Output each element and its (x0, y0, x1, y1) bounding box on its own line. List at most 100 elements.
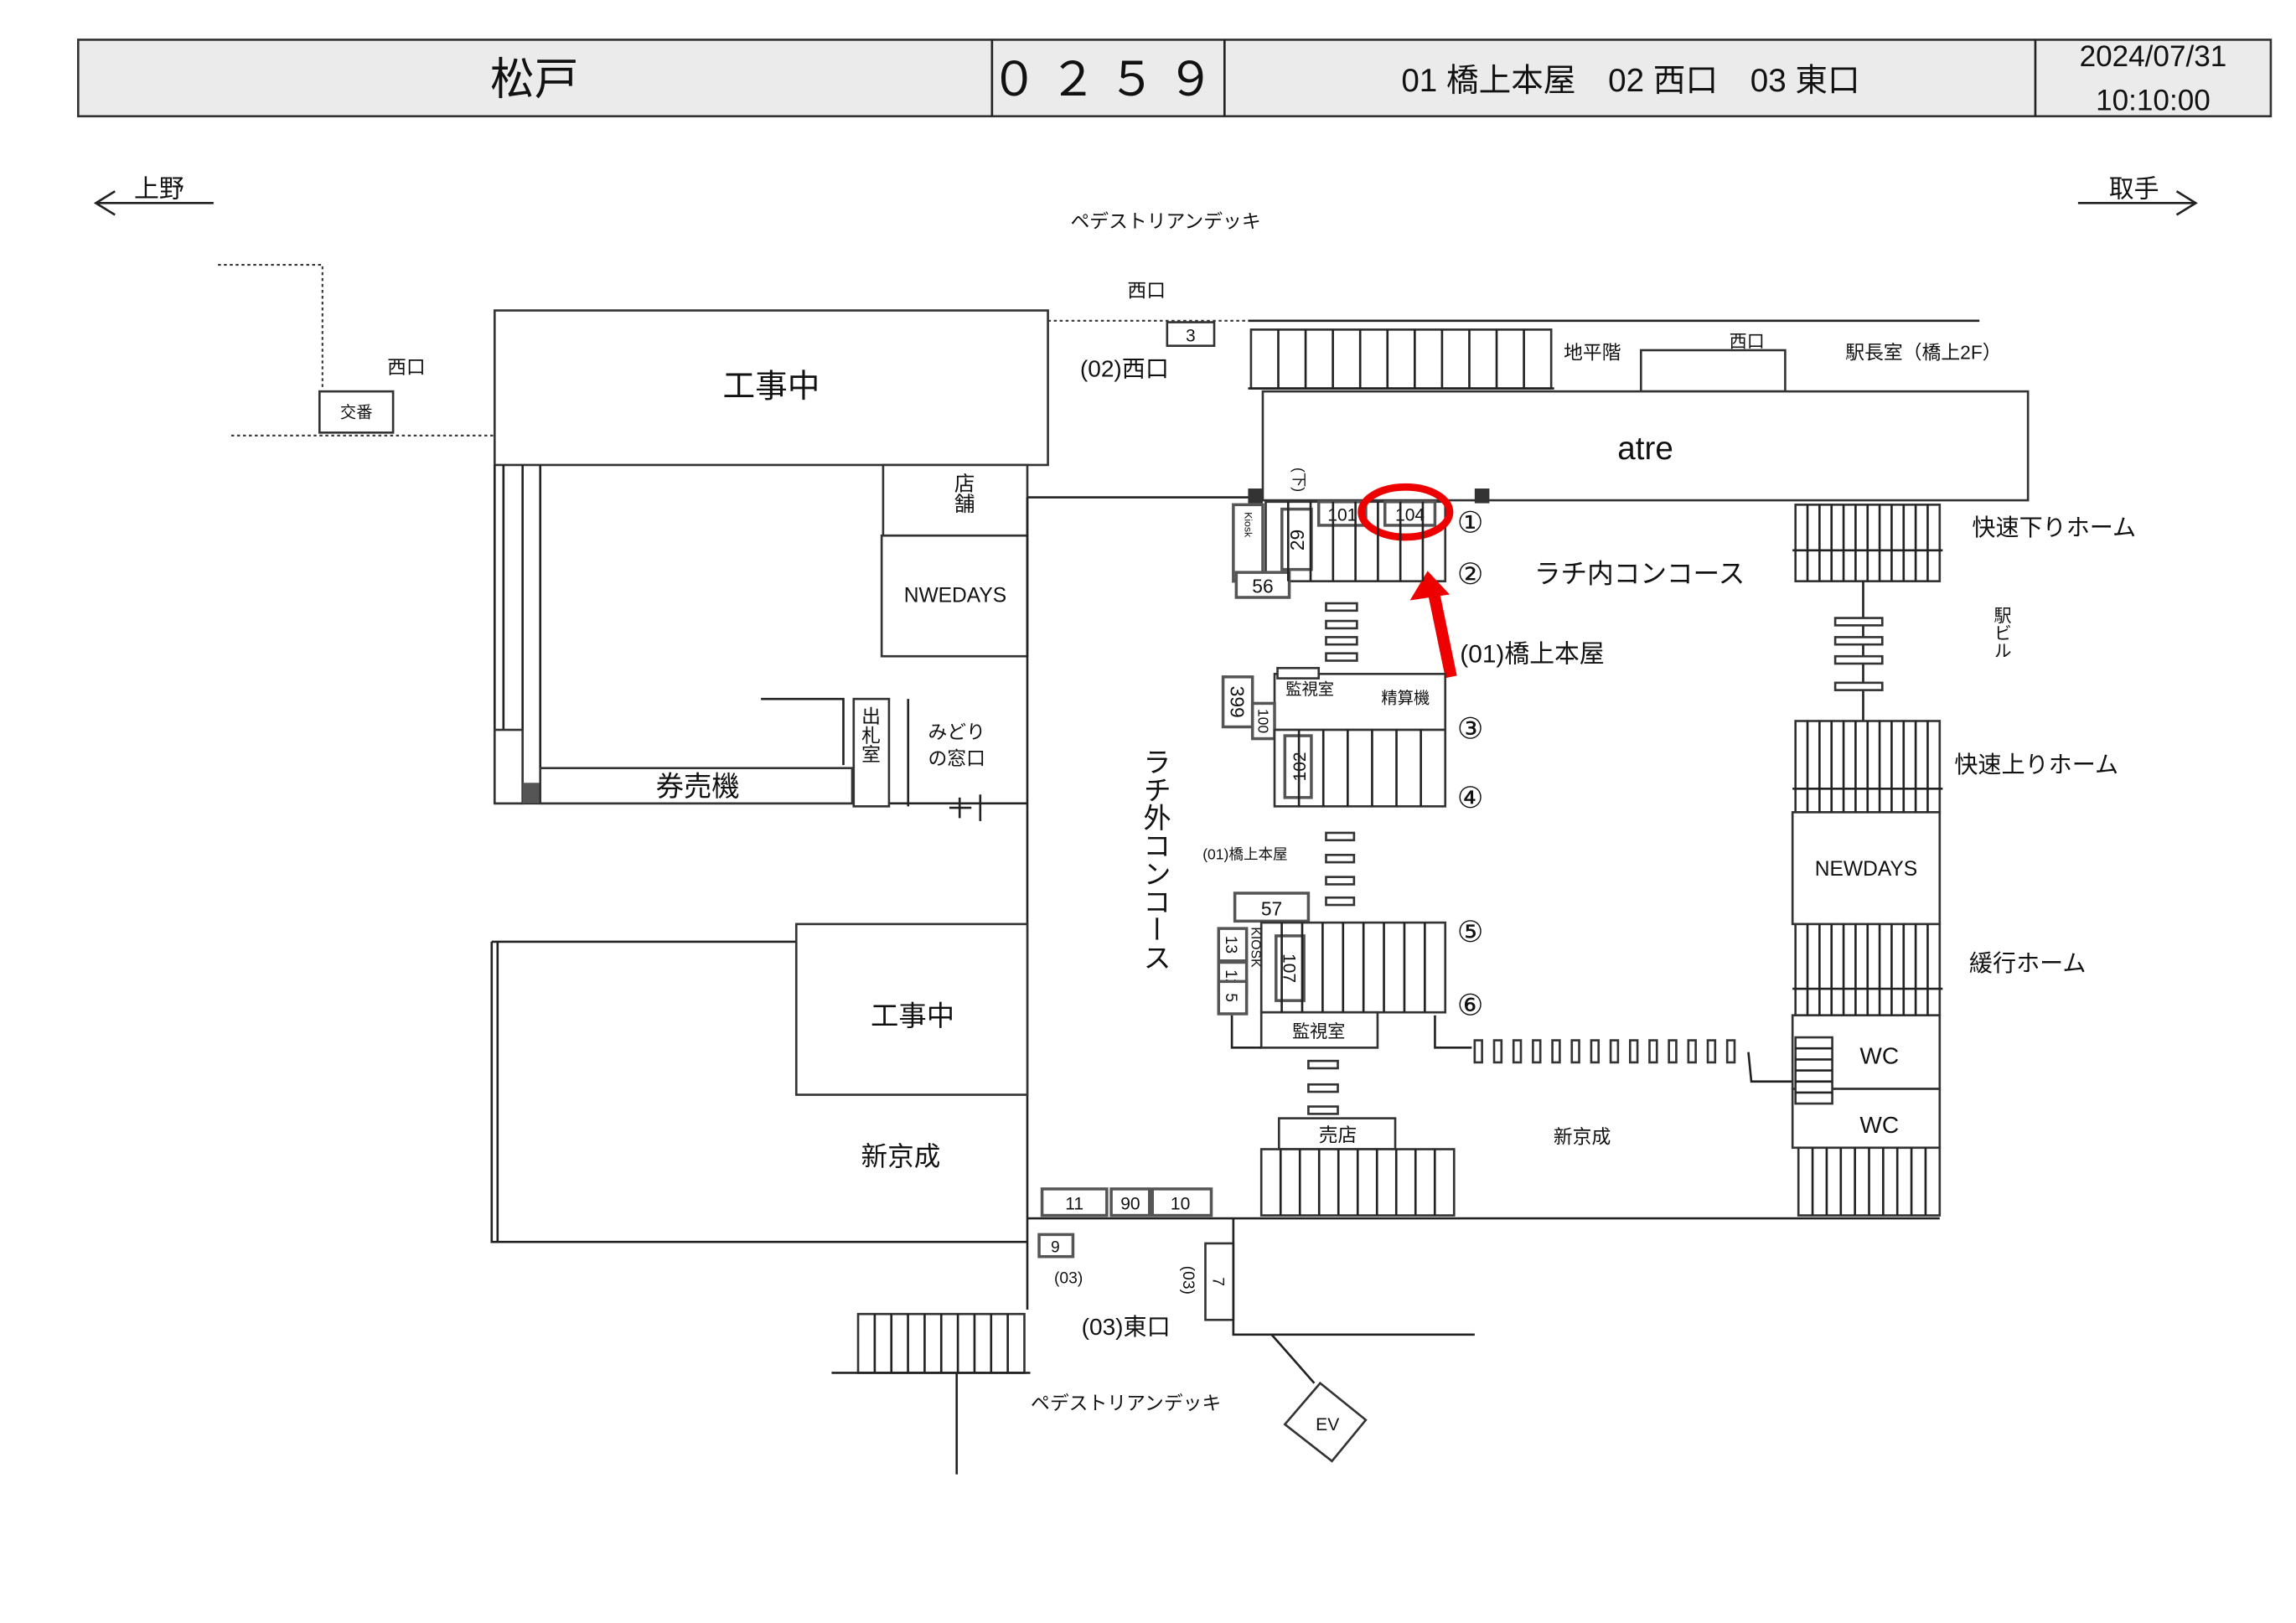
walkway-dash (1590, 1039, 1600, 1064)
walkway-dash (1833, 681, 1884, 691)
construction-label-2: 工事中 (871, 1001, 954, 1032)
west-exit-police-label: 西口 (387, 356, 426, 378)
header-bar: 松戸 ０２５９ 01 橋上本屋 02 西口 03 東口 2024/07/31 1… (76, 39, 2273, 118)
walkway-dash (1307, 1105, 1339, 1115)
ticket-office-label: 出札室 (859, 706, 881, 763)
walkway-dashes-east (1473, 1039, 1736, 1064)
code-11: 11 (1065, 1195, 1083, 1214)
highlight-arrow (1409, 571, 1457, 679)
fare-adjust-label: 精算機 (1381, 689, 1430, 707)
walkway-dash (1325, 602, 1358, 613)
kiosk-shop (1277, 1117, 1397, 1150)
shinkeisei-left-label: 新京成 (861, 1141, 941, 1171)
main-building-label: (01)橋上本屋 (1460, 640, 1604, 668)
atre-building (1261, 390, 2030, 502)
walkway-dash (1609, 1039, 1620, 1064)
track-6: ⑥ (1457, 990, 1483, 1022)
walkway-dashes-right (1833, 617, 1884, 691)
track-3: ③ (1457, 713, 1483, 746)
elevator-label: EV (1316, 1415, 1339, 1434)
code-29: 29 (1286, 530, 1308, 550)
construction-area-2 (794, 923, 1029, 1096)
walkway-dashes-2 (1325, 831, 1356, 907)
code-13: 13 (1222, 936, 1239, 954)
walkway-dash (1307, 1059, 1339, 1070)
walkway-dash (1687, 1039, 1697, 1064)
walkway-dash (1325, 831, 1356, 842)
outer-concourse-label: ラチ外コンコース (1139, 747, 1171, 971)
wc-2-label: WC (1859, 1112, 1899, 1138)
walkway-dashes-1 (1325, 602, 1358, 662)
walkway-dash (1307, 1083, 1339, 1093)
walkway-dash (1325, 652, 1358, 662)
walkway-dash (1628, 1039, 1639, 1064)
track-1: ① (1457, 507, 1483, 540)
code-5: 5 (1222, 993, 1239, 1002)
down-mark: (下) (1290, 468, 1307, 492)
walkway-dash (1833, 654, 1884, 665)
ticket-office (852, 697, 891, 808)
exit-list: 01 橋上本屋 02 西口 03 東口 (1401, 63, 1859, 99)
walkway-dash (1725, 1039, 1736, 1064)
midori-label-1: みどり (928, 721, 985, 743)
code-100: 100 (1255, 709, 1272, 734)
code-104: 104 (1395, 506, 1425, 525)
stairs-west (1249, 328, 1553, 390)
kiosk-top-label: Kiosk (1242, 512, 1254, 538)
newdays-right-label: NEWDAYS (1815, 858, 1917, 881)
highlight-circle (1357, 483, 1454, 541)
police-box-label: 交番 (340, 404, 373, 422)
code-9: 9 (1051, 1238, 1060, 1256)
walkway-dash (1668, 1039, 1678, 1064)
ticket-machines (539, 767, 854, 805)
walkway-dash (1532, 1039, 1542, 1064)
time: 10:10:00 (2096, 85, 2211, 117)
track-4: ④ (1457, 782, 1483, 814)
west-exit-02-label: (02)西口 (1080, 356, 1169, 382)
target-location-box (1383, 500, 1437, 527)
walkway-dash (1325, 853, 1356, 864)
direction-right-label: 取手 (2109, 175, 2159, 203)
west-exit-box (1639, 349, 1787, 393)
station-master-label: 駅長室（橋上2F） (1845, 341, 2001, 363)
direction-left-label: 上野 (134, 175, 184, 203)
elevator (1283, 1381, 1368, 1463)
code-10: 10 (1171, 1195, 1190, 1214)
walkway-dash (1473, 1039, 1483, 1064)
direction-toride: 取手 (2077, 175, 2198, 216)
code-57: 57 (1261, 897, 1282, 919)
walkway-dash (1833, 636, 1884, 646)
newdays-left (880, 534, 1029, 658)
rapid-down-label: 快速下りホーム (1972, 514, 2136, 540)
pedestrian-deck-top: ペデストリアンデッキ (1070, 210, 1260, 232)
rapid-up-label: 快速上りホーム (1954, 752, 2118, 778)
code-56: 56 (1252, 576, 1273, 597)
direction-ueno: 上野 (93, 175, 214, 216)
station-name: 松戸 (490, 54, 578, 104)
walkway-dash (1833, 617, 1884, 627)
ticket-machines-label: 券売機 (656, 772, 740, 803)
police-box (318, 390, 395, 434)
track-2: ② (1457, 558, 1483, 591)
code-101: 101 (1327, 506, 1357, 525)
code-399: 399 (1226, 686, 1248, 718)
ground-floor-label: 地平階 (1564, 341, 1621, 363)
station-building-label: 駅ビル (1992, 607, 2012, 659)
code-7: 7 (1208, 1277, 1226, 1286)
walkway-dash (1551, 1039, 1561, 1064)
wc-1-label: WC (1859, 1043, 1899, 1069)
code-3: 3 (1186, 326, 1196, 345)
east-exit-label: (03)東口 (1082, 1314, 1171, 1340)
walkway-dashes-3 (1307, 1059, 1339, 1115)
monitor-room-2 (1259, 1010, 1379, 1049)
inner-concourse-label: ラチ内コンコース (1534, 558, 1745, 588)
midori-label-2: の窓口 (928, 747, 985, 769)
code-03-a: (03) (1054, 1269, 1083, 1287)
walkway-dash (1325, 876, 1356, 886)
walkway-dash (1492, 1039, 1503, 1064)
newdays-left-label: NWEDAYS (904, 584, 1006, 607)
walkway-dash (1648, 1039, 1658, 1064)
monitor-room-1-label: 監視室 (1285, 680, 1334, 699)
walkway-dash (1512, 1039, 1523, 1064)
